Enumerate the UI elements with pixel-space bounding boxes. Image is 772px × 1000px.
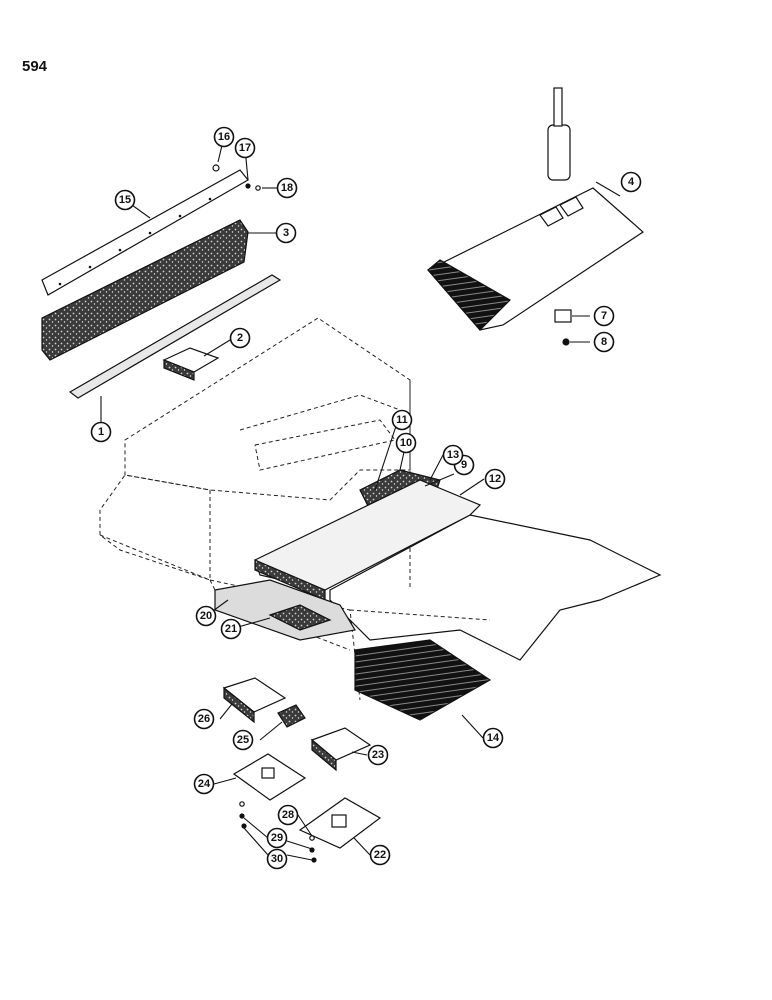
- cover-plate-22: [298, 797, 382, 849]
- pad-23: [310, 727, 372, 772]
- page-number: 594: [22, 58, 48, 75]
- seal-strip: [68, 274, 282, 399]
- callout-18: 18: [276, 177, 298, 199]
- svg-text:17: 17: [239, 142, 251, 154]
- svg-text:1: 1: [98, 426, 104, 438]
- callout-23: 23: [367, 744, 389, 766]
- svg-text:8: 8: [601, 336, 607, 348]
- callout-29: 29: [266, 827, 288, 849]
- svg-text:9: 9: [461, 459, 467, 471]
- callout-30: 30: [266, 848, 288, 870]
- callout-16: 16: [213, 126, 235, 148]
- svg-text:20: 20: [200, 610, 212, 622]
- svg-text:15: 15: [119, 194, 131, 206]
- svg-text:25: 25: [237, 734, 249, 746]
- svg-text:23: 23: [372, 749, 384, 761]
- clip: [554, 309, 572, 323]
- svg-text:21: 21: [225, 623, 237, 635]
- callout-20: 20: [195, 605, 217, 627]
- pad-25: [277, 704, 306, 728]
- fastener-hardware: [212, 164, 261, 191]
- shift-lever-boot: [547, 87, 571, 181]
- svg-text:2: 2: [237, 332, 243, 344]
- svg-text:26: 26: [198, 713, 210, 725]
- svg-text:11: 11: [396, 414, 408, 426]
- svg-text:16: 16: [218, 131, 230, 143]
- callout-7: 7: [593, 305, 615, 327]
- svg-text:14: 14: [487, 732, 500, 744]
- callout-24: 24: [193, 773, 215, 795]
- svg-text:13: 13: [447, 449, 459, 461]
- callout-17: 17: [234, 137, 256, 159]
- callout-10: 10: [395, 432, 417, 454]
- callout-26: 26: [193, 708, 215, 730]
- svg-text:7: 7: [601, 310, 607, 322]
- callout-21: 21: [220, 618, 242, 640]
- svg-text:12: 12: [489, 473, 501, 485]
- svg-text:10: 10: [400, 437, 412, 449]
- callout-3: 3: [275, 222, 297, 244]
- floor-mat: [329, 514, 662, 661]
- pad-26: [222, 677, 287, 724]
- svg-text:28: 28: [282, 809, 294, 821]
- ribbed-floor-mat: [354, 639, 492, 721]
- foam-insulation-block: [41, 219, 249, 361]
- svg-text:3: 3: [283, 227, 289, 239]
- callout-2: 2: [229, 327, 251, 349]
- callout-1: 1: [90, 421, 112, 443]
- svg-text:30: 30: [271, 853, 283, 865]
- svg-text:4: 4: [628, 176, 635, 188]
- sill-pads: [214, 579, 356, 641]
- washers-and-nuts: [239, 801, 317, 863]
- floor-plate: [427, 187, 644, 331]
- callout-4: 4: [620, 171, 642, 193]
- callout-15: 15: [114, 189, 136, 211]
- callout-13: 13: [442, 444, 464, 466]
- nut: [562, 338, 570, 346]
- svg-text:22: 22: [374, 849, 386, 861]
- svg-text:24: 24: [198, 778, 211, 790]
- svg-text:29: 29: [271, 832, 283, 844]
- callout-12: 12: [484, 468, 506, 490]
- cover-plate-24: [232, 753, 307, 801]
- callout-28: 28: [277, 804, 299, 826]
- svg-text:18: 18: [281, 182, 293, 194]
- small-pad: [162, 347, 220, 381]
- callout-22: 22: [369, 844, 391, 866]
- callout-14: 14: [482, 727, 504, 749]
- callout-8: 8: [593, 331, 615, 353]
- callout-11: 11: [391, 409, 413, 431]
- callout-25: 25: [232, 729, 254, 751]
